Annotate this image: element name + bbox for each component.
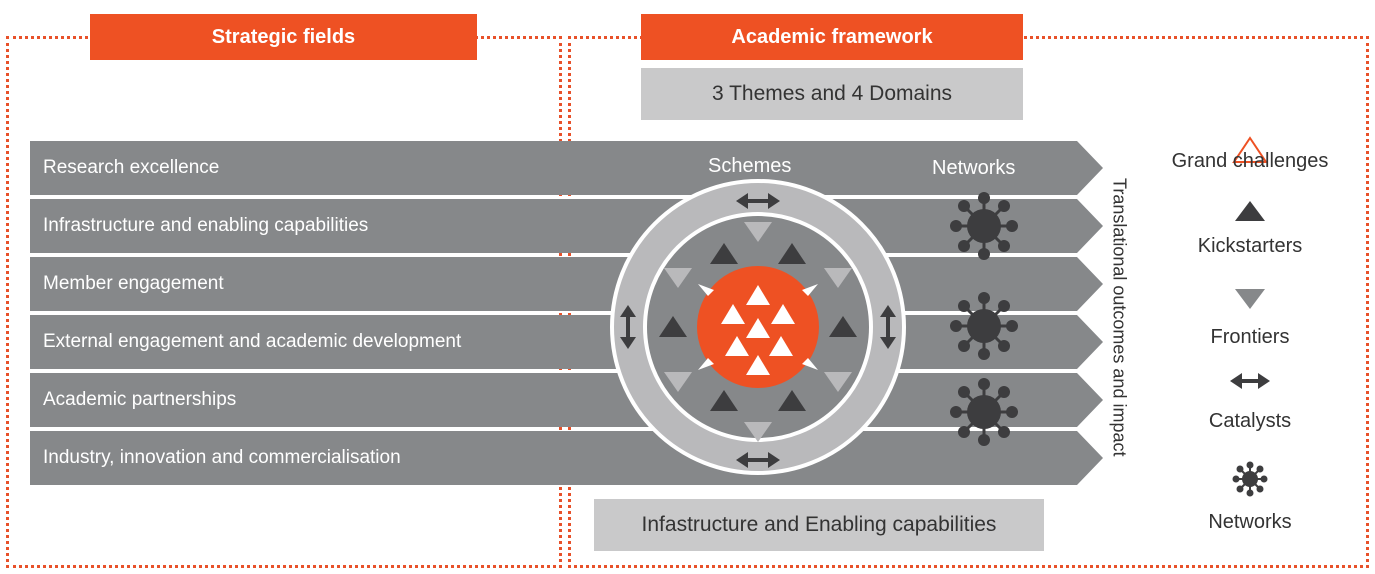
band-label-infrastructure: Infrastructure and enabling capabilities [43,215,369,236]
network-icon-1 [950,192,1018,260]
band-label-research: Research excellence [43,157,220,178]
double-arrow-icon [1230,373,1270,389]
themes-domains-box: 3 Themes and 4 Domains [641,68,1023,120]
academic-framework-header: Academic framework [641,14,1023,60]
dark-triangle-icon [1235,201,1265,221]
network-icon-2 [950,292,1018,360]
schemes-label: Schemes [708,155,792,177]
grand-challenge-triangles [721,285,795,375]
band-label-external: External engagement and academic develop… [43,331,462,352]
legend-label-grand-challenges: Grand challenges [1171,150,1329,172]
band-label-member: Member engagement [43,273,224,294]
band-research-excellence [30,141,1103,195]
networks-label: Networks [932,157,1016,179]
kickstarter-triangles [659,243,857,411]
strategic-fields-header: Strategic fields [90,14,477,60]
down-triangle-icon [1235,289,1265,309]
legend-label-networks: Networks [1208,511,1292,533]
legend-label-frontiers: Frontiers [1210,326,1290,348]
infrastructure-box: Infastructure and Enabling capabilities [594,499,1044,551]
legend-label-catalysts: Catalysts [1208,410,1292,432]
core-arrows [698,284,818,370]
legend-label-kickstarters: Kickstarters [1197,235,1303,257]
frontier-triangles [664,222,852,442]
translational-outcomes-label: Translational outcomes and impact [1109,178,1130,457]
band-label-partnerships: Academic partnerships [43,389,237,410]
catalyst-arrows [620,193,896,468]
band-label-industry: Industry, innovation and commercialisati… [43,447,401,468]
network-icon [1232,461,1268,497]
outline-triangle-icon [1232,136,1268,163]
network-icon-3 [950,378,1018,446]
